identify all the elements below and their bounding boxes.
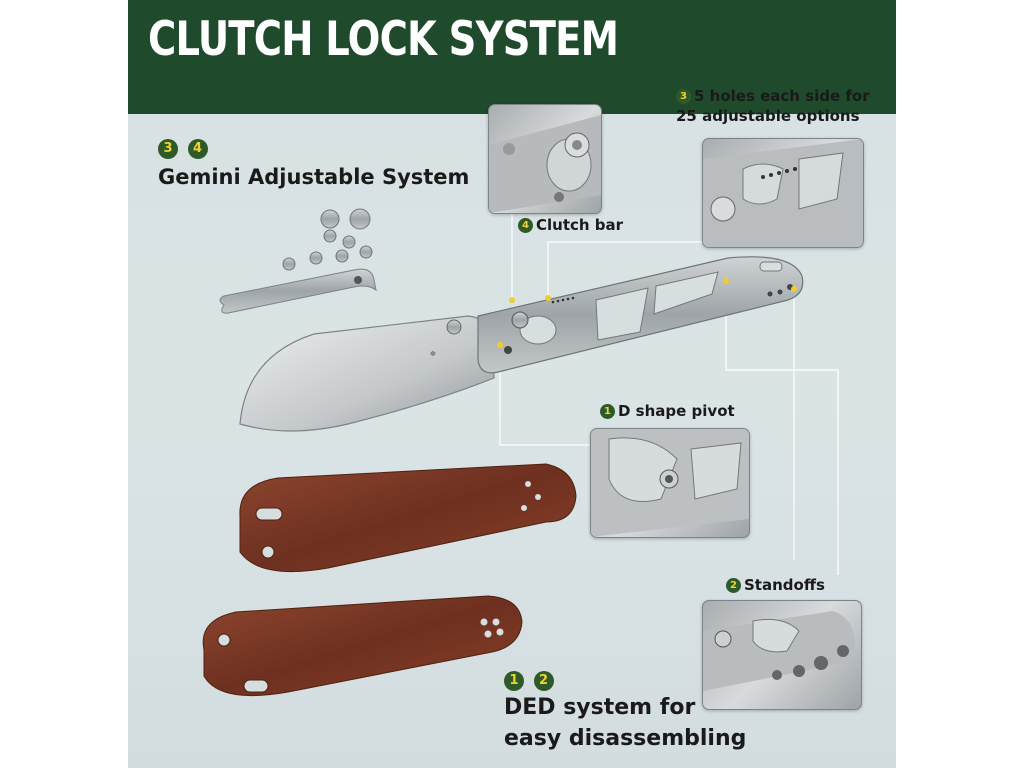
knife-frame-icon [477, 256, 804, 374]
standoffs-detail-image [703, 611, 855, 691]
d-pivot-text: D shape pivot [618, 402, 735, 420]
standoffs-badge: 2 [726, 578, 741, 593]
ded-line-2: easy disassembling [504, 726, 747, 751]
inset-holes-detail [702, 138, 864, 248]
gemini-badges: 3 4 [158, 138, 212, 159]
ded-badges: 1 2 [504, 670, 558, 691]
banner-title: CLUTCH LOCK SYSTEM [148, 12, 619, 67]
gemini-callout: Gemini Adjustable System [158, 165, 470, 189]
marker-dot [509, 297, 515, 303]
ded-callout: DED system for easy disassembling [504, 692, 746, 754]
clutch-detail-image [489, 115, 601, 213]
d-pivot-badge: 1 [600, 404, 615, 419]
screw-icon [282, 208, 373, 271]
wood-scale-icon [202, 463, 577, 697]
marker-dot [723, 278, 729, 284]
svg-text:✽: ✽ [430, 350, 436, 358]
clutch-bar-text: Clutch bar [536, 216, 624, 234]
title-banner: CLUTCH LOCK SYSTEM [128, 0, 896, 114]
marker-dot [545, 295, 551, 301]
inset-pivot-detail [590, 428, 750, 538]
inset-clutch-detail [488, 104, 602, 214]
ded-badge-1: 1 [504, 670, 524, 691]
knife-blade-icon: ✽ [239, 315, 495, 432]
inset-standoffs-detail [702, 600, 862, 710]
pocket-clip-icon [219, 268, 377, 314]
holes-detail-image [703, 139, 863, 247]
holes-badge: 3 [676, 89, 691, 104]
gemini-badge-1: 3 [158, 138, 178, 159]
holes-line-2: 25 adjustable options [676, 107, 860, 125]
marker-dot [497, 342, 503, 348]
marker-dot [791, 286, 797, 292]
ded-badge-2: 2 [533, 670, 554, 691]
ded-line-1: DED system for [504, 695, 696, 720]
knife-illustration: ✽ [202, 200, 839, 697]
gemini-badge-2: 4 [187, 138, 208, 159]
holes-line-1: 5 holes each side for [694, 87, 870, 105]
clutch-bar-badge: 4 [518, 218, 533, 233]
product-panel: CLUTCH LOCK SYSTEM [128, 0, 896, 768]
pivot-detail-image [591, 429, 749, 537]
standoffs-text: Standoffs [744, 576, 825, 594]
